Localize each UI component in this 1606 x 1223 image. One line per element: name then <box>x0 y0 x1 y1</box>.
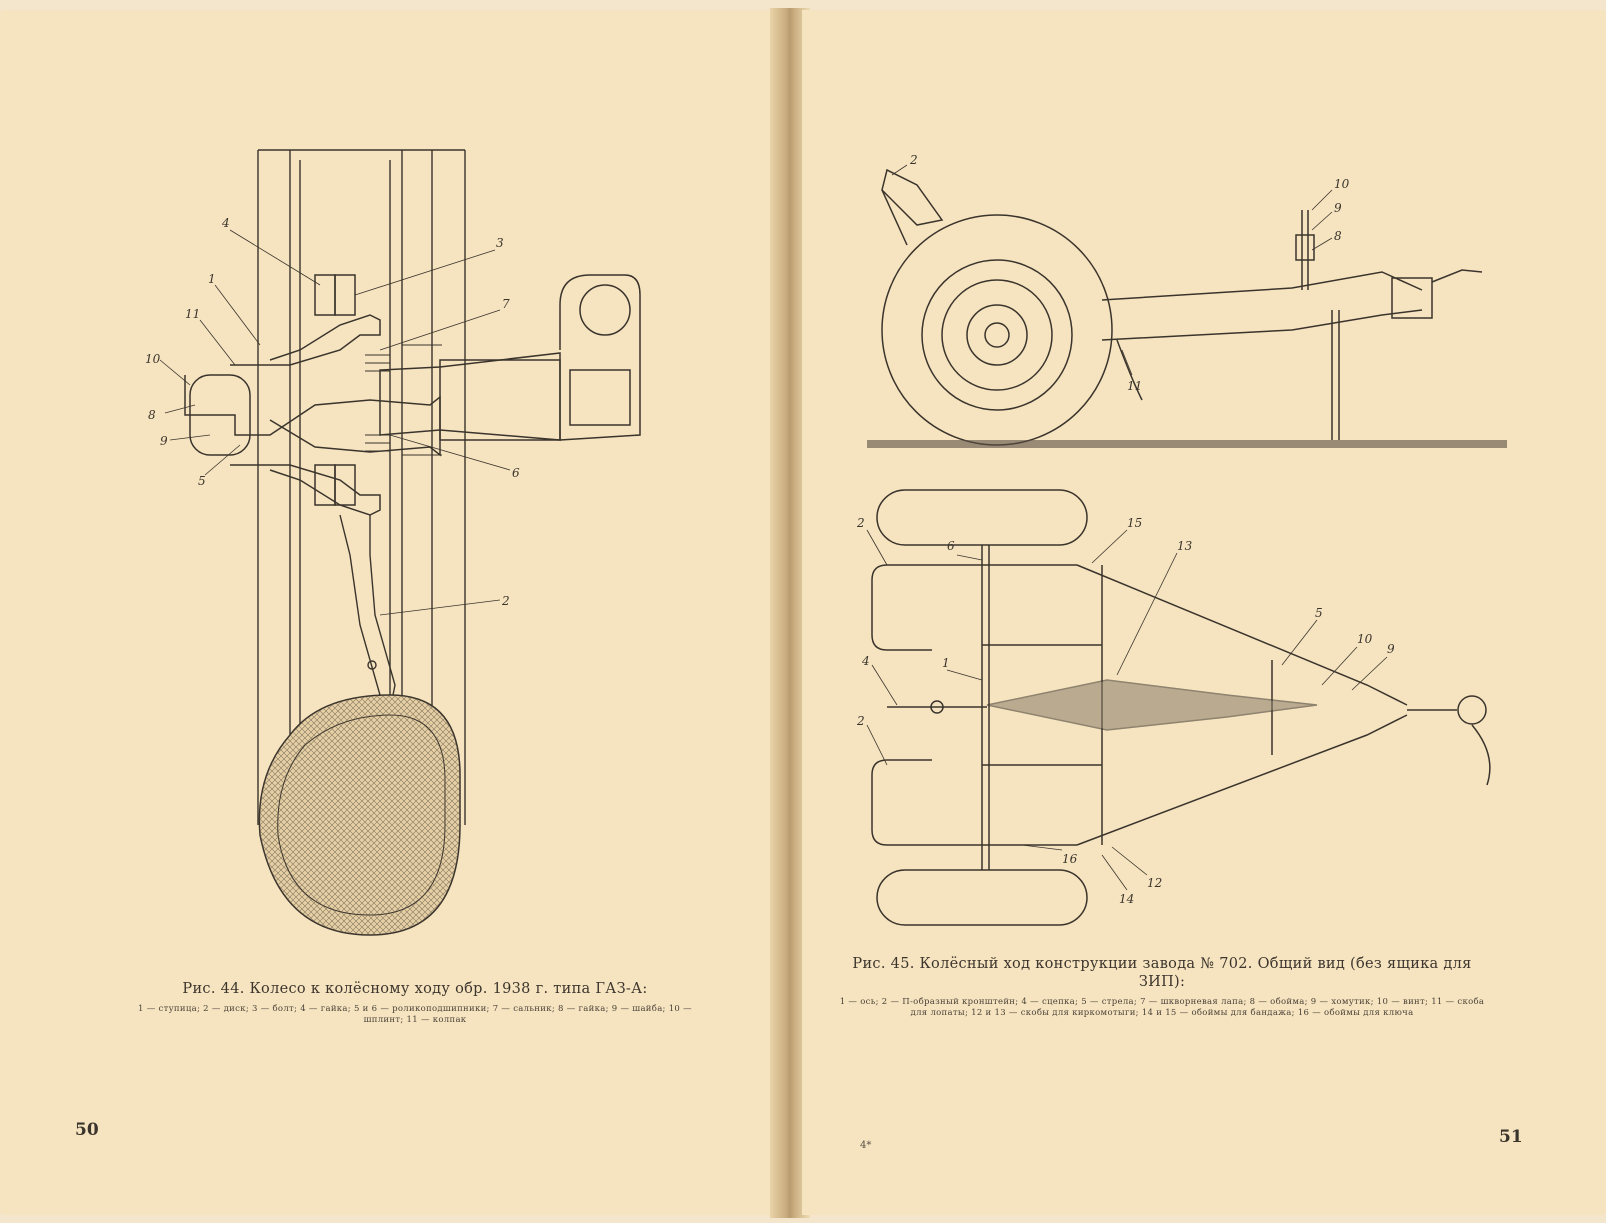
callout-label: 2 <box>856 516 865 530</box>
tow-eye <box>1457 695 1487 725</box>
callout-label: 7 <box>502 297 510 311</box>
callout-label: 15 <box>1127 516 1142 530</box>
figure-44-caption: Рис. 44. Колесо к колёсному ходу обр. 19… <box>135 980 695 1026</box>
figure-44-callouts: 4 3 1 11 7 10 8 9 5 6 2 <box>145 216 520 608</box>
callout-label: 2 <box>909 153 918 167</box>
figure-45-side-view: 2 10 9 8 11 <box>862 150 1512 460</box>
hub-assembly <box>184 274 641 516</box>
right-page: 2 10 9 8 11 <box>802 10 1606 1215</box>
callout-label: 16 <box>1062 852 1078 866</box>
callout-label: 2 <box>856 714 865 728</box>
u-bracket-upper <box>871 564 1077 651</box>
callout-label: 6 <box>947 539 955 553</box>
figure-45-caption-legend: 1 — ось; 2 — П-образный кронштейн; 4 — с… <box>839 997 1485 1018</box>
figure-44-caption-title: Рис. 44. Колесо к колёсному ходу обр. 19… <box>182 981 648 997</box>
signature-mark: 4* <box>860 1140 872 1151</box>
frame-upper <box>1101 271 1423 301</box>
callout-label: 11 <box>185 307 200 321</box>
left-page: 4 3 1 11 7 10 8 9 5 6 2 Рис. 44. Колесо … <box>0 10 780 1215</box>
u-bracket-lower <box>871 759 1077 846</box>
callout-label: 2 <box>501 594 510 608</box>
wheel-top <box>876 489 1088 546</box>
figure-44-wheel-drawing: 4 3 1 11 7 10 8 9 5 6 2 <box>140 135 700 955</box>
callout-label: 11 <box>1127 379 1142 393</box>
callout-label: 8 <box>1334 229 1342 243</box>
page-number-right: 51 <box>1499 1127 1523 1147</box>
wheel-bottom <box>876 869 1088 926</box>
callout-label: 14 <box>1119 892 1134 906</box>
callout-label: 4 <box>861 654 870 668</box>
callout-label: 1 <box>208 272 216 286</box>
callout-label: 13 <box>1177 539 1193 553</box>
frame-arm-lower <box>1076 714 1408 846</box>
wheel-rim <box>921 259 1073 411</box>
page-number-left: 50 <box>75 1120 99 1140</box>
callout-label: 4 <box>221 216 230 230</box>
ground-line <box>867 440 1507 448</box>
callout-label: 9 <box>160 434 168 448</box>
callout-label: 8 <box>148 408 156 422</box>
figure-45-top-view: 2 6 15 13 5 10 9 4 1 2 16 12 14 <box>847 485 1527 935</box>
frame-arm-upper <box>1076 564 1408 706</box>
callout-label: 10 <box>1334 177 1350 191</box>
tire-profile <box>258 694 461 936</box>
callout-label: 5 <box>1315 606 1323 620</box>
figure-45-caption: Рис. 45. Колёсный ход конструкции завода… <box>832 955 1492 1019</box>
figure-44-caption-legend: 1 — ступица; 2 — диск; 3 — болт; 4 — гай… <box>138 1004 692 1025</box>
callout-label: 6 <box>512 466 520 480</box>
callout-label: 9 <box>1334 201 1342 215</box>
callout-label: 10 <box>1357 632 1373 646</box>
callout-label: 10 <box>145 352 161 366</box>
leader-lines <box>159 229 511 616</box>
wheel-disc <box>339 514 396 711</box>
callout-label: 9 <box>1387 642 1395 656</box>
callout-label: 1 <box>942 656 950 670</box>
callout-label: 12 <box>1147 876 1162 890</box>
barrel-tube <box>986 679 1318 731</box>
tire-section <box>257 149 466 835</box>
figure-45-caption-title: Рис. 45. Колёсный ход конструкции завода… <box>852 956 1472 990</box>
callout-label: 5 <box>198 474 206 488</box>
callout-label: 3 <box>496 236 504 250</box>
